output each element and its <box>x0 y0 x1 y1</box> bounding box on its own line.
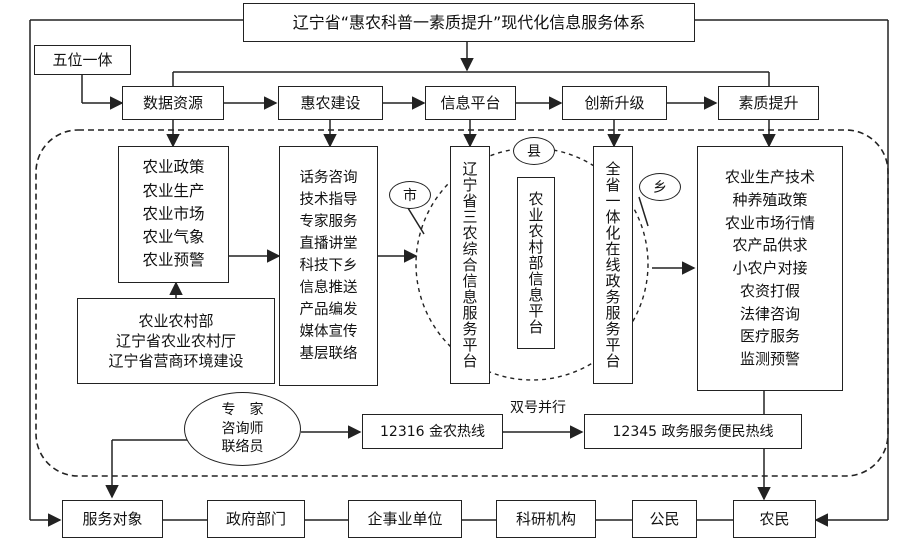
stage-info-platform: 信息平台 <box>425 86 516 120</box>
data-resource-item: 农业气象 <box>142 228 205 247</box>
target-service-object: 服务对象 <box>62 500 163 538</box>
expert-item: 联络员 <box>221 439 264 456</box>
platform-provincial: 全省一体化在线政务服务平台 <box>593 146 633 384</box>
construction-item: 信息推送 <box>299 280 358 297</box>
stage-data-resources: 数据资源 <box>122 86 224 120</box>
stage-innovation: 创新升级 <box>562 86 667 120</box>
expert-item: 咨询师 <box>221 420 264 437</box>
construction-item: 话务咨询 <box>299 169 358 186</box>
construction-item: 直播讲堂 <box>299 235 358 252</box>
data-resources-list: 农业政策 农业生产 农业市场 农业气象 农业预警 <box>118 146 229 283</box>
dual-line-label: 双号并行 <box>510 400 566 416</box>
source-item: 辽宁省农业农村厅 <box>115 331 236 350</box>
construction-item: 基层联络 <box>299 346 358 363</box>
quality-item: 监测预警 <box>739 350 800 369</box>
sources-list: 农业农村部 辽宁省农业农村厅 辽宁省营商环境建设 <box>77 298 275 384</box>
construction-item: 媒体宣传 <box>299 324 358 341</box>
data-resource-item: 农业市场 <box>142 204 205 223</box>
source-item: 辽宁省营商环境建设 <box>108 352 244 371</box>
experts-ellipse: 专 家 咨询师 联络员 <box>184 392 301 466</box>
quality-list: 农业生产技术 种养殖政策 农业市场行情 农产品供求 小农户对接 农资打假 法律咨… <box>697 146 843 391</box>
quality-item: 农资打假 <box>739 281 800 300</box>
stage-quality: 素质提升 <box>718 86 819 120</box>
construction-item: 产品编发 <box>299 302 358 319</box>
target-farmer: 农民 <box>733 500 816 538</box>
hotline-12345: 12345 政务服务便民热线 <box>584 414 802 449</box>
level-county-bubble: 县 <box>513 137 555 165</box>
target-citizen: 公民 <box>632 500 697 538</box>
construction-list: 话务咨询 技术指导 专家服务 直播讲堂 科技下乡 信息推送 产品编发 媒体宣传 … <box>279 146 378 386</box>
title-box: 辽宁省“惠农科普一素质提升”现代化信息服务体系 <box>243 3 695 42</box>
platform-liaoning: 辽宁省三农综合信息服务平台 <box>450 146 490 384</box>
quality-item: 农业生产技术 <box>724 167 815 186</box>
platform-ministry: 农业农村部信息平台 <box>517 177 555 349</box>
level-city-bubble: 市 <box>389 181 431 209</box>
construction-item: 技术指导 <box>299 191 358 208</box>
stage-construction: 惠农建设 <box>278 86 383 120</box>
data-resource-item: 农业政策 <box>142 158 205 177</box>
quality-item: 小农户对接 <box>732 259 808 278</box>
data-resource-item: 农业预警 <box>142 251 205 270</box>
five-in-one-box: 五位一体 <box>34 45 131 75</box>
quality-item: 农业市场行情 <box>724 213 815 232</box>
quality-item: 农产品供求 <box>732 236 808 255</box>
construction-item: 专家服务 <box>299 213 358 230</box>
expert-item: 专 家 <box>221 401 264 418</box>
target-research: 科研机构 <box>496 500 596 538</box>
target-government: 政府部门 <box>207 500 305 538</box>
target-enterprise: 企事业单位 <box>348 500 462 538</box>
quality-item: 医疗服务 <box>739 327 800 346</box>
quality-item: 法律咨询 <box>739 304 800 323</box>
hotline-12316: 12316 金农热线 <box>362 414 503 449</box>
source-item: 农业农村部 <box>138 311 214 330</box>
quality-item: 种养殖政策 <box>732 190 808 209</box>
data-resource-item: 农业生产 <box>142 181 205 200</box>
level-township-bubble: 乡 <box>639 173 681 201</box>
construction-item: 科技下乡 <box>299 257 358 274</box>
